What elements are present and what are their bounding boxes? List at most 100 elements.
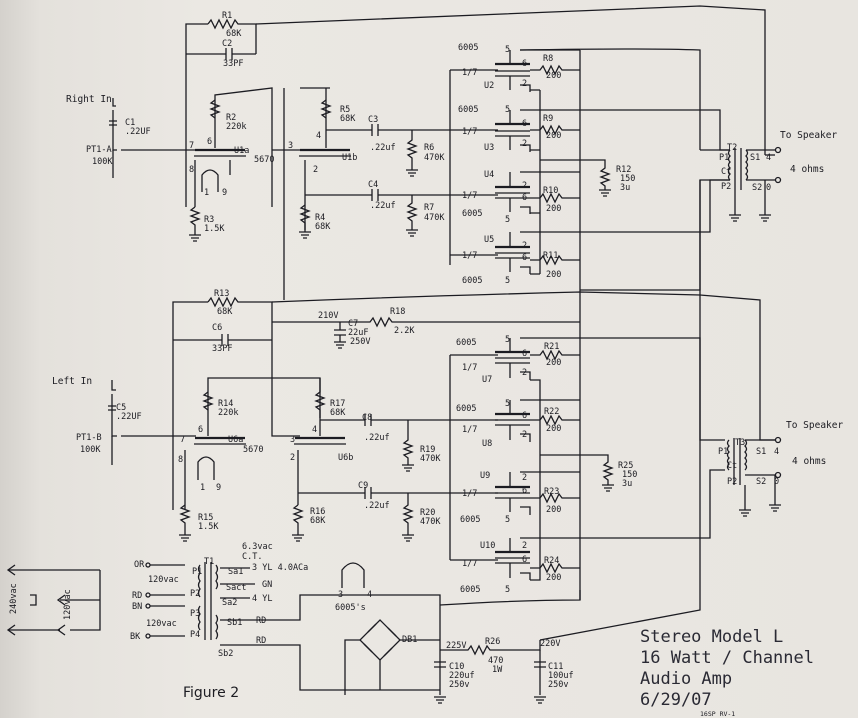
r19-label: R19 bbox=[420, 445, 435, 455]
r11-label: R11 bbox=[543, 251, 558, 261]
r9-value: 200 bbox=[546, 131, 561, 141]
pt1a-value: 100K bbox=[92, 157, 113, 167]
r12-power: 3u bbox=[620, 183, 630, 193]
u7-pin-6: 6 bbox=[522, 349, 527, 359]
r7-label: R7 bbox=[424, 203, 434, 213]
r7-value: 470K bbox=[424, 213, 445, 223]
t1-sb2: Sb2 bbox=[218, 649, 233, 659]
u3-label: U3 bbox=[484, 143, 494, 153]
t2-s1: S1 bbox=[750, 153, 760, 163]
r25-power: 3u bbox=[622, 479, 632, 489]
c8-value: .22uf bbox=[364, 433, 390, 443]
vac-120-top: 120vac bbox=[148, 575, 179, 585]
u4-pin-5: 5 bbox=[505, 215, 510, 225]
u1b-pin-3: 3 bbox=[288, 141, 293, 151]
u10-label: U10 bbox=[480, 541, 495, 551]
r1-value: 68K bbox=[226, 29, 242, 39]
r1-label: R1 bbox=[222, 11, 232, 21]
r3-value: 1.5K bbox=[204, 224, 225, 234]
top-channel-wiring bbox=[109, 5, 782, 600]
r26-label: R26 bbox=[485, 637, 500, 647]
r5-value: 68K bbox=[340, 114, 356, 124]
r6-value: 470K bbox=[424, 153, 445, 163]
c2-label: C2 bbox=[222, 39, 232, 49]
u1b-label: U1b bbox=[342, 153, 357, 163]
u5-label: U5 bbox=[484, 235, 494, 245]
r25-label: R25 bbox=[618, 461, 633, 471]
r23-label: R23 bbox=[544, 487, 559, 497]
c11-label: C11 bbox=[548, 662, 563, 672]
heater-yl4: 4 YL bbox=[252, 594, 272, 604]
rail-220-label: 220V bbox=[540, 639, 560, 649]
u2-type: 6005 bbox=[458, 43, 478, 53]
r11-value: 200 bbox=[546, 270, 561, 280]
c4-value: .22uf bbox=[370, 201, 396, 211]
t3-s2: S2 bbox=[756, 477, 766, 487]
title-line-1: Stereo Model L bbox=[640, 627, 783, 647]
c7-value: 22uF bbox=[348, 328, 368, 338]
r24-label: R24 bbox=[544, 556, 559, 566]
t1-p4: P4 bbox=[190, 630, 200, 640]
u1-type: 5670 bbox=[254, 155, 274, 165]
heater-gn: GN bbox=[262, 580, 272, 590]
c1-label: C1 bbox=[125, 118, 135, 128]
power-supply-wiring bbox=[6, 180, 701, 704]
u9-label: U9 bbox=[480, 471, 490, 481]
title-line-4: 6/29/07 bbox=[640, 690, 712, 710]
bottom-channel-wiring bbox=[108, 291, 782, 581]
u6a-pin-6: 6 bbox=[198, 425, 203, 435]
pt1b-label: PT1-B bbox=[76, 433, 102, 443]
r26-value: 470 bbox=[488, 656, 503, 666]
r20-value: 470K bbox=[420, 517, 441, 527]
u10-grid: 1/7 bbox=[462, 559, 477, 569]
u3-pin-2: 2 bbox=[522, 139, 527, 149]
socket-pin-4: 4 bbox=[367, 590, 372, 600]
u7-type: 6005 bbox=[456, 338, 476, 348]
u9-type: 6005 bbox=[460, 515, 480, 525]
heater-yl3: 3 YL 4.0ACa bbox=[252, 563, 308, 573]
r4-value: 68K bbox=[315, 222, 331, 232]
c5-value: .22UF bbox=[116, 412, 142, 422]
rail-210-label: 210V bbox=[318, 311, 338, 321]
t3-tap-0: 0 bbox=[774, 477, 779, 487]
r17-value: 68K bbox=[330, 408, 346, 418]
c5-label: C5 bbox=[116, 403, 126, 413]
t3-p1: P1 bbox=[718, 447, 728, 457]
u10-pin-6: 6 bbox=[522, 555, 527, 565]
c4-label: C4 bbox=[368, 180, 378, 190]
r10-label: R10 bbox=[543, 186, 558, 196]
u9-grid: 1/7 bbox=[462, 489, 477, 499]
bottom-ohms-label: 4 ohms bbox=[792, 456, 826, 467]
u10-type: 6005 bbox=[460, 585, 480, 595]
r20-label: R20 bbox=[420, 508, 435, 518]
r25-value: 150 bbox=[622, 470, 637, 480]
t1-p3: P3 bbox=[190, 609, 200, 619]
t3-p2: P2 bbox=[727, 477, 737, 487]
u7-pin-2: 2 bbox=[522, 368, 527, 378]
u5-type: 6005 bbox=[462, 276, 482, 286]
u2-pin-6: 6 bbox=[522, 59, 527, 69]
r22-label: R22 bbox=[544, 407, 559, 417]
r18-value: 2.2K bbox=[394, 326, 415, 336]
r24-value: 200 bbox=[546, 573, 561, 583]
c10-value: 220uf bbox=[449, 671, 475, 681]
c10-label: C10 bbox=[449, 662, 464, 672]
u4-grid: 1/7 bbox=[462, 191, 477, 201]
u6b-label: U6b bbox=[338, 453, 353, 463]
c7-voltage: 250V bbox=[350, 337, 370, 347]
t1-sa2: Sa2 bbox=[222, 598, 237, 608]
r16-label: R16 bbox=[310, 507, 325, 517]
t2-label: T2 bbox=[727, 143, 737, 153]
t1-sb1: Sb1 bbox=[227, 618, 242, 628]
title-line-3: Audio Amp bbox=[640, 669, 732, 689]
t3-ct: Ct bbox=[727, 461, 737, 471]
r16-value: 68K bbox=[310, 516, 326, 526]
wire-rd: RD bbox=[132, 591, 142, 601]
u8-pin-6: 6 bbox=[522, 411, 527, 421]
u8-pin-2: 2 bbox=[522, 430, 527, 440]
u6a-label: U6a bbox=[228, 435, 243, 445]
u10-pin-5: 5 bbox=[505, 585, 510, 595]
t2-ct: Ct bbox=[721, 167, 731, 177]
r2-value: 220k bbox=[226, 122, 246, 132]
